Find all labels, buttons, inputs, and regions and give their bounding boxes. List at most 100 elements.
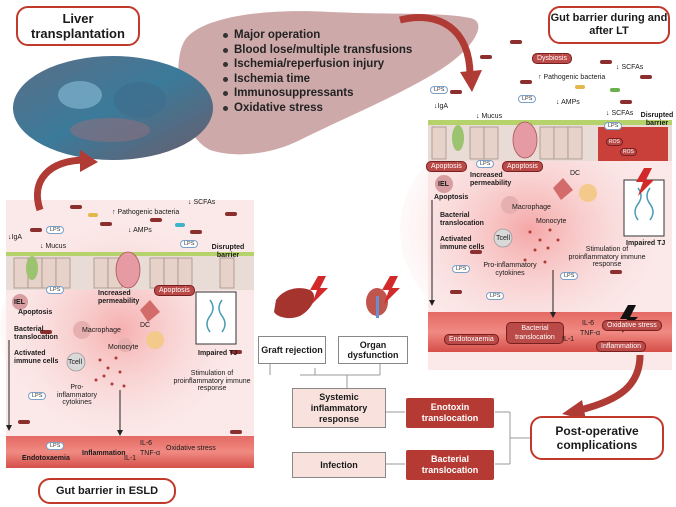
enotoxin-translocation-label: Enotoxin translocation: [421, 402, 479, 423]
lt-apoptosis-chip: Apoptosis: [502, 161, 543, 172]
impaired-tj-box: [195, 291, 237, 345]
risk-factor-list: Major operation Blood lose/multiple tran…: [220, 28, 412, 115]
lt-endotoxaemia-chip: Endotoxaemia: [444, 334, 499, 345]
lps-tag: LPS: [476, 160, 495, 168]
title-gut-barrier-esld: Gut barrier in ESLD: [38, 478, 176, 504]
title-gut-barrier-during-after-lt-text: Gut barrier during and after LT: [550, 12, 668, 37]
lt-iel-label: IEL: [438, 181, 449, 188]
lt-inflammation-chip: Inflammation: [596, 341, 647, 352]
curved-arrow-icon: [399, 13, 474, 76]
risk-factor-item: Blood lose/multiple transfusions: [222, 43, 413, 56]
esld-tnf-label: TNF-α: [140, 450, 160, 457]
esld-il6-label: IL-6: [140, 440, 153, 447]
lt-apoptosis-label: Apoptosis: [434, 194, 469, 201]
lps-tag: LPS: [518, 95, 537, 103]
lps-tag: LPS: [430, 86, 449, 94]
lps-tag: LPS: [604, 122, 623, 130]
esld-increased-permeability-label: Increased permeability: [98, 290, 140, 305]
esld-il1-label: IL-1: [124, 455, 137, 462]
lt-disrupted-barrier-label: Disrupted barrier: [640, 112, 674, 127]
lt-apoptosis-chip: Apoptosis: [426, 161, 467, 172]
systemic-inflammatory-response-label: Systemic inflammatory response: [310, 391, 368, 424]
esld-macrophage-label: Macrophage: [82, 327, 121, 334]
lt-macrophage-label: Macrophage: [512, 204, 551, 211]
esld-disrupted-barrier-label: Disrupted barrier: [211, 244, 245, 259]
lps-tag: LPS: [46, 442, 65, 450]
esld-apoptosis-label: Apoptosis: [18, 309, 53, 316]
esld-inflammation-label: Inflammation: [82, 450, 126, 457]
lps-tag: LPS: [486, 292, 505, 300]
lps-tag: LPS: [46, 226, 65, 234]
curved-arrow-icon: [33, 156, 86, 212]
risk-factor-item: Ischemia/reperfusion injury: [222, 57, 412, 72]
lps-tag: LPS: [46, 286, 65, 294]
lt-monocyte-label: Monocyte: [536, 218, 567, 225]
esld-dc-label: DC: [140, 322, 151, 329]
esld-bacterial-translocation-label: Bacterial translocation: [14, 326, 58, 341]
esld-amps-label: ↓ AMPs: [128, 227, 152, 234]
lps-tag: LPS: [560, 272, 579, 280]
lt-bacterial-translocation-chip: Bacterial translocation: [506, 322, 564, 344]
esld-monocyte-label: Monocyte: [108, 344, 139, 351]
title-post-operative-complications-text: Post-operative complications: [555, 424, 639, 452]
lt-il6-label: IL-6: [582, 320, 595, 327]
title-liver-transplantation-text: Liver transplantation: [31, 11, 125, 41]
lt-oxidative-stress-chip: Oxidative stress: [602, 320, 662, 331]
lt-mucus-label: ↓ Mucus: [476, 113, 503, 120]
curved-arrow-icon: [579, 354, 644, 414]
infection-box: Infection: [292, 452, 386, 478]
lt-pro-inflammatory-label: Pro-inflammatory cytokines: [483, 262, 537, 277]
lt-scfas2-label: ↓ SCFAs: [606, 110, 634, 117]
lightning-icon: [310, 276, 328, 304]
lt-amps-label: ↓ AMPs: [556, 99, 580, 106]
lt-increased-permeability-label: Increased permeability: [470, 172, 512, 187]
esld-tcell-label: Tcell: [68, 359, 83, 366]
systemic-inflammatory-response-box: Systemic inflammatory response: [292, 388, 386, 428]
esld-mucus-label: ↓ Mucus: [40, 243, 67, 250]
title-post-operative-complications: Post-operative complications: [530, 416, 664, 460]
infection-label: Infection: [320, 460, 358, 470]
esld-iel-label: IEL: [14, 299, 25, 306]
bacterial-translocation-box: Bacterial translocation: [406, 450, 494, 480]
lt-il1-label: IL-1: [562, 336, 575, 343]
lt-tcell-label: Tcell: [496, 235, 511, 242]
lt-ros-chip: ROS: [606, 138, 623, 146]
esld-oxidative-stress-label: Oxidative stress: [166, 445, 216, 452]
esld-iga-label: ↓IgA: [8, 234, 23, 241]
lt-activated-immune-cells-label: Activated immune cells: [440, 236, 485, 251]
esld-stimulation-label: Stimulation of proinflammatory immune re…: [173, 370, 251, 393]
graft-rejection-label: Graft rejection: [261, 345, 323, 355]
lt-iga-label: ↓IgA: [434, 103, 449, 110]
liver-icon: [274, 288, 315, 319]
graft-rejection-box: Graft rejection: [258, 336, 326, 364]
risk-factor-item: Immunosuppressants: [222, 86, 412, 101]
title-gut-barrier-esld-text: Gut barrier in ESLD: [55, 485, 159, 497]
operating-room-photo: [13, 56, 213, 160]
lt-impaired-tj-label: Impaired TJ: [626, 240, 666, 247]
esld-pro-inflammatory-label: Pro-inflammatory cytokines: [56, 384, 98, 407]
lps-tag: LPS: [180, 240, 199, 248]
lt-scfas-label: ↓ SCFAs: [616, 64, 644, 71]
lightning-icon: [636, 168, 654, 196]
risk-factor-item: Major operation: [222, 28, 412, 43]
lt-dysbiosis-chip: Dysbiosis: [532, 53, 572, 64]
lt-ros-chip: ROS: [620, 148, 637, 156]
enotoxin-translocation-box: Enotoxin translocation: [406, 398, 494, 428]
esld-pathogenic-bacteria-label: ↑ Pathogenic bacteria: [112, 209, 180, 216]
lps-tag: LPS: [452, 265, 471, 273]
esld-endotoxaemia-label: Endotoxaemia: [22, 455, 70, 462]
esld-scfas-label: ↓ SCFAs: [188, 199, 216, 206]
lt-tnf-label: TNF-α: [580, 330, 600, 337]
lps-tag: LPS: [28, 392, 47, 400]
lt-pathogenic-bacteria-label: ↑ Pathogenic bacteria: [538, 74, 606, 81]
bacterial-translocation-label: Bacterial translocation: [421, 454, 479, 475]
organ-dysfunction-box: Organ dysfunction: [338, 336, 408, 364]
liver-icon: [178, 11, 479, 155]
risk-factor-item: Oxidative stress: [222, 101, 412, 116]
title-gut-barrier-during-after-lt: Gut barrier during and after LT: [548, 6, 670, 44]
lt-dc-label: DC: [570, 170, 581, 177]
lt-stimulation-label: Stimulation of proinflammatory immune re…: [568, 246, 646, 269]
title-liver-transplantation: Liver transplantation: [16, 6, 140, 46]
esld-activated-immune-cells-label: Activated immune cells: [14, 350, 59, 365]
